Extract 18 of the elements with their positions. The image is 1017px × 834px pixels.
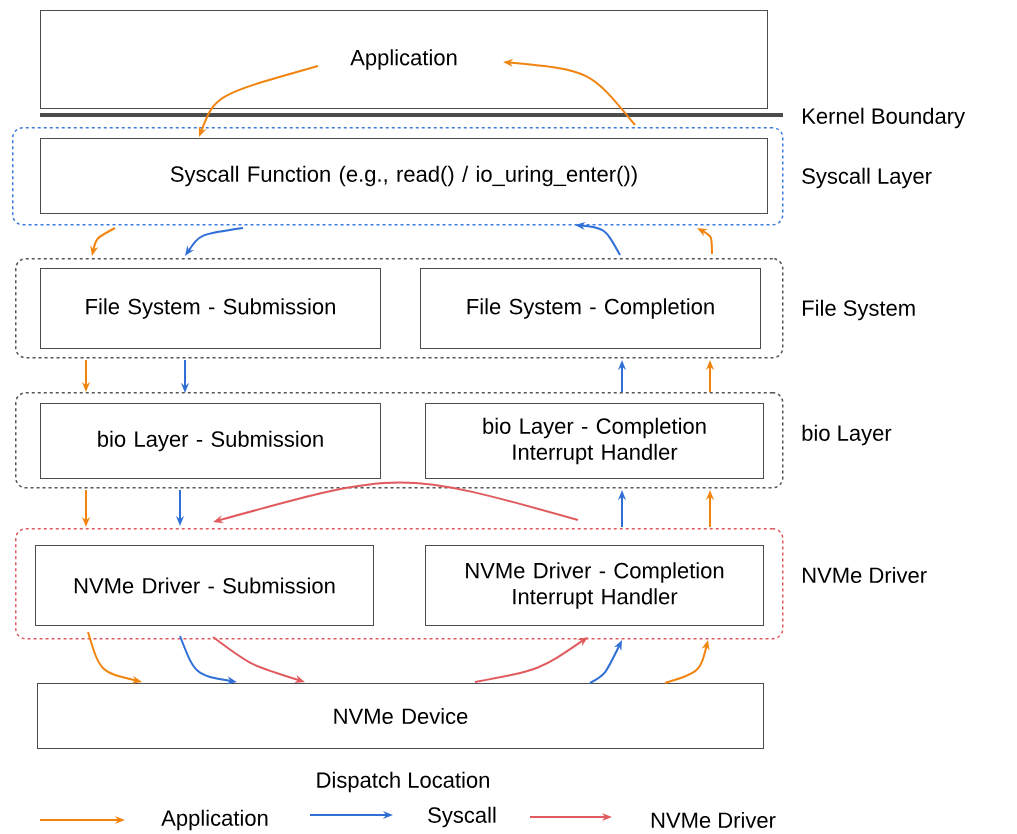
layer-label: File System: [803, 299, 915, 321]
text-label: Kernel Boundary: [803, 107, 965, 129]
process-box: File System - Submission: [40, 268, 381, 349]
text-label: Dispatch Location: [317, 771, 489, 793]
process-box: NVMe Driver - Submission: [35, 545, 374, 626]
process-box: File System - Completion: [420, 268, 761, 349]
legend-label: NVMe Driver: [651, 811, 776, 829]
process-box: NVMe Device: [37, 683, 764, 749]
process-box: NVMe Driver - Completion Interrupt Handler: [425, 545, 764, 626]
process-box: bio Layer - Submission: [40, 403, 381, 479]
layer-label: NVMe Driver: [803, 566, 927, 584]
process-box: Syscall Function (e.g., read() / io_uring_enter()): [40, 138, 768, 214]
process-box: Application: [40, 10, 768, 109]
legend-label: Syscall: [428, 806, 496, 828]
layer-label: Syscall Layer: [802, 167, 932, 189]
layer-label: bio Layer: [802, 424, 892, 446]
process-box: bio Layer - Completion Interrupt Handler: [425, 403, 764, 479]
legend-label: Application: [161, 809, 268, 831]
